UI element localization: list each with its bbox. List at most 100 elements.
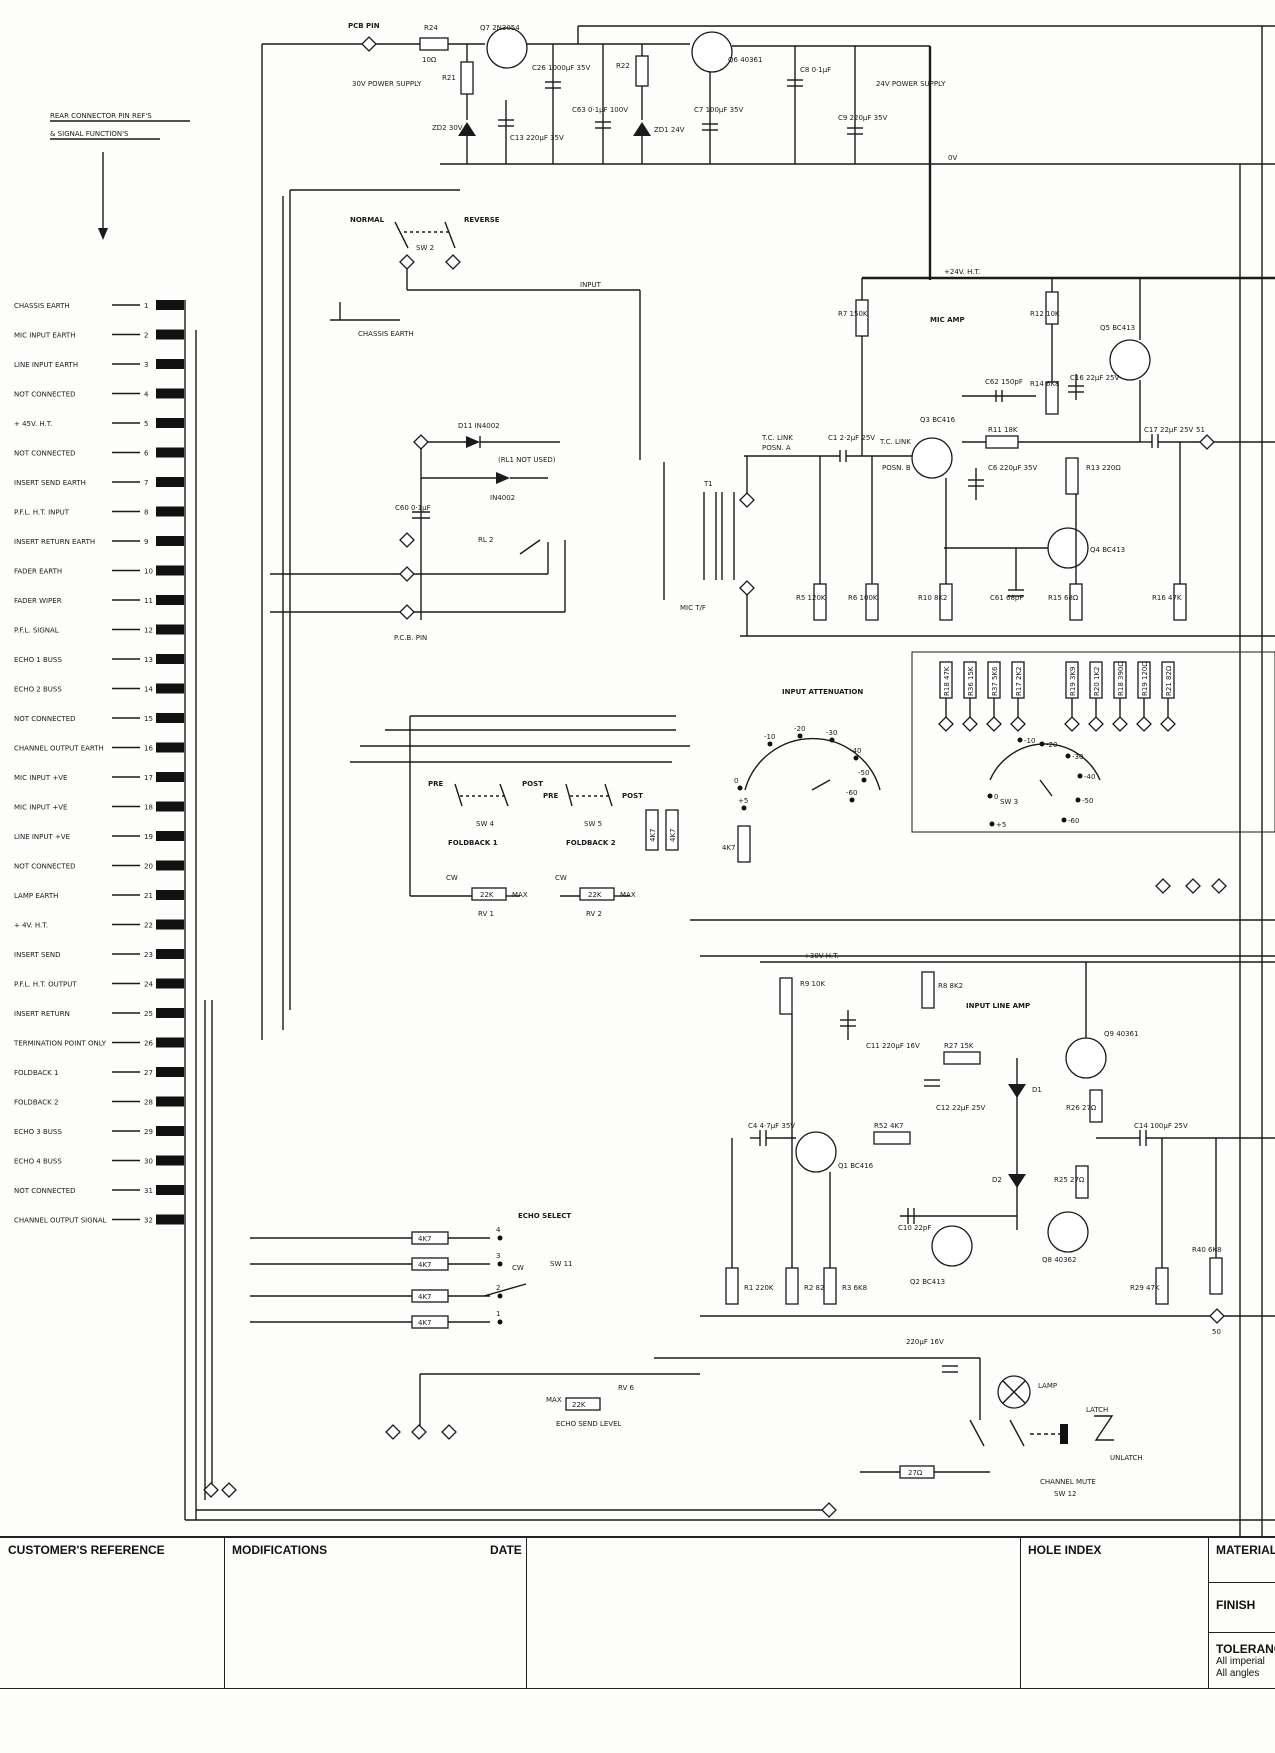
switch-sw2-a[interactable] [394, 221, 409, 249]
svg-text:CHANNEL MUTE: CHANNEL MUTE [1040, 1478, 1096, 1486]
switch-sw12-a[interactable] [969, 1419, 985, 1447]
svg-text:Q9 40361: Q9 40361 [1104, 1030, 1138, 1038]
svg-text:SW 11: SW 11 [550, 1260, 573, 1268]
svg-text:Q1 BC416: Q1 BC416 [838, 1162, 874, 1170]
svg-text:R1 220K: R1 220K [744, 1284, 774, 1292]
connector-pin-number: 9 [144, 538, 148, 546]
pin-33 [411, 1424, 427, 1440]
connector-pin-block [156, 713, 184, 723]
pin-34 [385, 1424, 401, 1440]
resistor-r13 [1065, 457, 1079, 495]
connector-pin-label: CHANNEL OUTPUT SIGNAL [14, 1217, 107, 1225]
connector-pin-label: INSERT SEND [14, 951, 61, 959]
connector-pin-number: 21 [144, 892, 153, 900]
svg-text:+30V H.T.: +30V H.T. [804, 952, 839, 960]
pin-37 [399, 604, 415, 620]
switch-sw12-b[interactable] [1009, 1419, 1025, 1447]
connector-pin-label: LINE INPUT +VE [14, 833, 70, 841]
svg-text:22K: 22K [572, 1401, 586, 1409]
connector-pin-block [156, 949, 184, 959]
connector-pin-label: ECHO 2 BUSS [14, 686, 62, 694]
attenuation-dial-b[interactable] [989, 743, 1101, 781]
connector-pin-number: 24 [144, 981, 153, 989]
date-label: DATE [490, 1543, 522, 1557]
attenuation-step-dot-b [1075, 797, 1081, 803]
svg-text:0V: 0V [948, 154, 957, 162]
attenuation-step-dot [741, 805, 747, 811]
pin-38 [399, 566, 415, 582]
svg-text:POST: POST [622, 792, 643, 800]
connector-pin-label: CHASSIS EARTH [14, 302, 70, 310]
resistor-r3 [823, 1267, 837, 1305]
connector-pin-label: MIC INPUT EARTH [14, 332, 75, 340]
switch-sw11[interactable] [483, 1283, 527, 1297]
connector-pin-number: 13 [144, 656, 153, 664]
svg-text:C26 1000µF 35V: C26 1000µF 35V [532, 64, 590, 72]
connector-pin-label: NOT CONNECTED [14, 863, 76, 871]
svg-text:220µF 16V: 220µF 16V [906, 1338, 944, 1346]
connector-pin-number: 32 [144, 1217, 153, 1225]
switch-sw4-a[interactable] [454, 783, 463, 807]
connector-pin-block [156, 860, 184, 871]
svg-text:SW 2: SW 2 [416, 244, 434, 252]
transistor-q1 [795, 1131, 837, 1173]
pot-rv6[interactable] [565, 1397, 601, 1411]
resistor-r21 [460, 61, 474, 95]
pin-50 [1209, 1308, 1225, 1324]
switch-sw2-b[interactable] [444, 221, 456, 249]
attenuation-pin [1064, 716, 1080, 732]
echo-resistor-label: 4K7 [418, 1261, 432, 1269]
switch-sw5-a[interactable] [565, 783, 573, 807]
attenuation-step-label-b: +5 [996, 821, 1006, 829]
svg-text:ECHO SELECT: ECHO SELECT [518, 1212, 571, 1220]
connector-pin-label: MIC INPUT +VE [14, 804, 67, 812]
attenuation-step-dot [797, 733, 803, 739]
connector-pin-label: P.F.L. H.T. INPUT [14, 509, 70, 517]
echo-contact [497, 1293, 503, 1299]
attenuation-wiper-b[interactable] [1039, 779, 1053, 797]
svg-text:FOLDBACK 2: FOLDBACK 2 [566, 839, 616, 847]
svg-text:10Ω: 10Ω [422, 56, 437, 64]
connector-pin-label: NOT CONNECTED [14, 1187, 76, 1195]
svg-text:P.C.B. PIN: P.C.B. PIN [394, 634, 427, 642]
attenuation-step-label: -40 [850, 747, 861, 755]
resistor-r52 [873, 1131, 911, 1145]
pot-rv2[interactable] [579, 887, 615, 901]
connector-pin-label: FOLDBACK 2 [14, 1099, 58, 1107]
echo-resistor-label: 4K7 [418, 1235, 432, 1243]
pot-rv1[interactable] [471, 887, 507, 901]
echo-contact-label: 1 [496, 1310, 500, 1318]
connector-pin-label: ECHO 1 BUSS [14, 656, 62, 664]
echo-resistor-label: 4K7 [418, 1319, 432, 1327]
pin-8 [1185, 878, 1201, 894]
svg-text:MAX: MAX [512, 891, 528, 899]
svg-text:Q2 BC413: Q2 BC413 [910, 1278, 945, 1286]
svg-text:Q3 BC416: Q3 BC416 [920, 416, 956, 424]
circuit-schematic: REAR CONNECTOR PIN REF'S & SIGNAL FUNCTI… [13, 22, 1275, 1536]
switch-sw5-b[interactable] [604, 783, 613, 807]
connector-pin-block [156, 919, 184, 930]
diode-d11 [466, 436, 480, 448]
resistor-4k7-a [645, 809, 659, 851]
svg-text:R40 6K8: R40 6K8 [1192, 1246, 1222, 1254]
transistor-q5 [1109, 339, 1151, 381]
svg-text:T.C. LINK: T.C. LINK [761, 434, 793, 442]
connector-pin-number: 8 [144, 509, 148, 517]
connector-pin-block [156, 388, 184, 399]
svg-text:IN4002: IN4002 [490, 494, 515, 502]
attenuation-resistor-label: R18 47K [943, 666, 951, 696]
svg-text:NORMAL: NORMAL [350, 216, 385, 224]
switch-sw4-b[interactable] [499, 783, 509, 807]
attenuation-wiper[interactable] [811, 779, 831, 791]
resistor-r12 [1045, 291, 1059, 325]
attenuation-steps: -10-20-30-40-50-600+5-10-20-30-40-50-600… [734, 725, 1095, 829]
svg-text:C1 2·2µF 25V: C1 2·2µF 25V [828, 434, 875, 442]
attenuation-dial[interactable] [744, 737, 881, 791]
mute-actuator[interactable] [1060, 1424, 1068, 1444]
attenuation-step-label: -10 [764, 733, 775, 741]
connector-pin-block [156, 978, 184, 989]
connector-pin-number: 20 [144, 863, 153, 871]
svg-text:C11 220µF 16V: C11 220µF 16V [866, 1042, 920, 1050]
attenuation-step-label: -30 [826, 729, 837, 737]
